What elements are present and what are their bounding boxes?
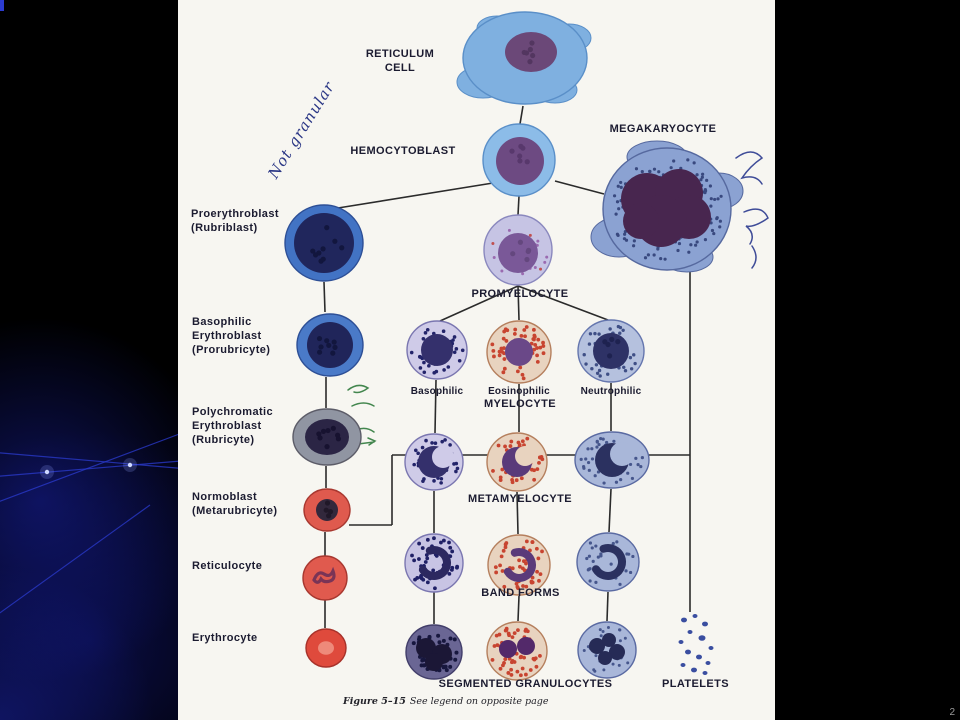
connector-line: [517, 285, 520, 321]
label-reticulocyte: Reticulocyte: [192, 560, 263, 572]
label-metamyelocyte: METAMYELOCYTE: [468, 493, 572, 505]
platelets-cluster: [678, 614, 714, 675]
label-eosinophilic: Eosinophilic: [488, 386, 550, 397]
cell-eosinophilic-band: [487, 534, 551, 596]
cell-promyelocyte: [483, 214, 553, 286]
connector-line: [434, 379, 437, 434]
background-beam-line: [0, 452, 201, 471]
figure-number: Figure 5–15: [343, 696, 406, 707]
label-megakaryocyte: MEGAKARYOCYTE: [609, 123, 717, 135]
label-basophilic-erythroblast: Basophilic Erythroblast (Prorubricyte): [192, 316, 271, 356]
connector-line: [323, 281, 326, 313]
handwritten-scribble: [743, 208, 769, 245]
label-normoblast: Normoblast (Metarubricyte): [192, 491, 278, 517]
handwritten-scribble: [735, 151, 764, 185]
cell-hemocytoblast: [482, 123, 556, 197]
label-basophilic: Basophilic: [410, 386, 464, 397]
cell-neutrophilic-metamyelocyte: [574, 431, 650, 489]
cell-polychromatic-erythroblast: [292, 408, 362, 466]
slide-number: 2: [949, 707, 955, 718]
connector-line: [337, 182, 494, 209]
background-star: [127, 462, 133, 468]
label-hemocytoblast: HEMOCYTOBLAST: [350, 145, 456, 157]
handwritten-scribble: [751, 245, 757, 269]
connector-line: [608, 488, 612, 533]
cell-eosinophilic-metamyelocyte: [486, 432, 548, 492]
cell-reticulocyte: [302, 555, 348, 601]
handwritten-scribble: [347, 384, 370, 394]
label-reticulum-cell: RETICULUM CELL: [365, 48, 435, 74]
hematopoiesis-diagram: [284, 11, 769, 681]
connector-line: [517, 285, 609, 321]
connector-line: [554, 180, 605, 195]
cell-basophilic-band: [404, 533, 464, 593]
label-proerythroblast: Proerythroblast (Rubriblast): [191, 208, 279, 234]
cell-erythrocyte: [305, 628, 347, 668]
label-promyelocyte: PROMYELOCYTE: [471, 288, 569, 300]
connector-line: [517, 195, 520, 216]
label-platelets: PLATELETS: [662, 678, 729, 690]
label-myelocyte: MYELOCYTE: [483, 398, 557, 410]
cell-segmented-eosinophil: [486, 621, 548, 681]
cell-segmented-neutrophil: [577, 621, 637, 679]
label-erythrocyte: Erythrocyte: [192, 632, 258, 644]
label-polychromatic-erythroblast: Polychromatic Erythroblast (Rubricyte): [192, 406, 274, 446]
scanned-figure-page: RETICULUM CELL HEMOCYTOBLAST MEGAKARYOCY…: [178, 0, 775, 720]
background-star: [44, 469, 50, 475]
background-beam-line: [0, 458, 206, 477]
cell-neutrophilic-myelocyte: [577, 319, 645, 383]
connector-line: [519, 105, 524, 125]
cell-normoblast: [303, 488, 351, 532]
cell-reticulum-cell: [456, 11, 592, 105]
connector-line: [606, 591, 609, 622]
handwritten-scribble: [351, 402, 375, 407]
figure-caption-text: See legend on opposite page: [409, 696, 549, 707]
connector-line: [516, 491, 519, 535]
connector-line: [517, 595, 520, 622]
cell-basophilic-myelocyte: [406, 320, 468, 380]
cell-basophilic-metamyelocyte: [404, 433, 464, 491]
cell-basophilic-erythroblast: [296, 313, 364, 377]
cell-eosinophilic-myelocyte: [486, 320, 552, 384]
background-beam-line: [0, 429, 191, 502]
label-segmented-granulocytes: SEGMENTED GRANULOCYTES: [438, 678, 613, 690]
label-neutrophilic: Neutrophilic: [580, 386, 642, 397]
label-band-forms: BAND FORMS: [481, 587, 560, 599]
cell-segmented-basophil: [405, 624, 463, 680]
cell-neutrophilic-band: [576, 532, 640, 592]
cell-proerythroblast: [284, 204, 364, 282]
connector-line: [439, 285, 519, 322]
cell-megakaryocyte: [590, 140, 744, 273]
background-beam-line: [0, 504, 151, 614]
corner-accent: [0, 0, 4, 11]
